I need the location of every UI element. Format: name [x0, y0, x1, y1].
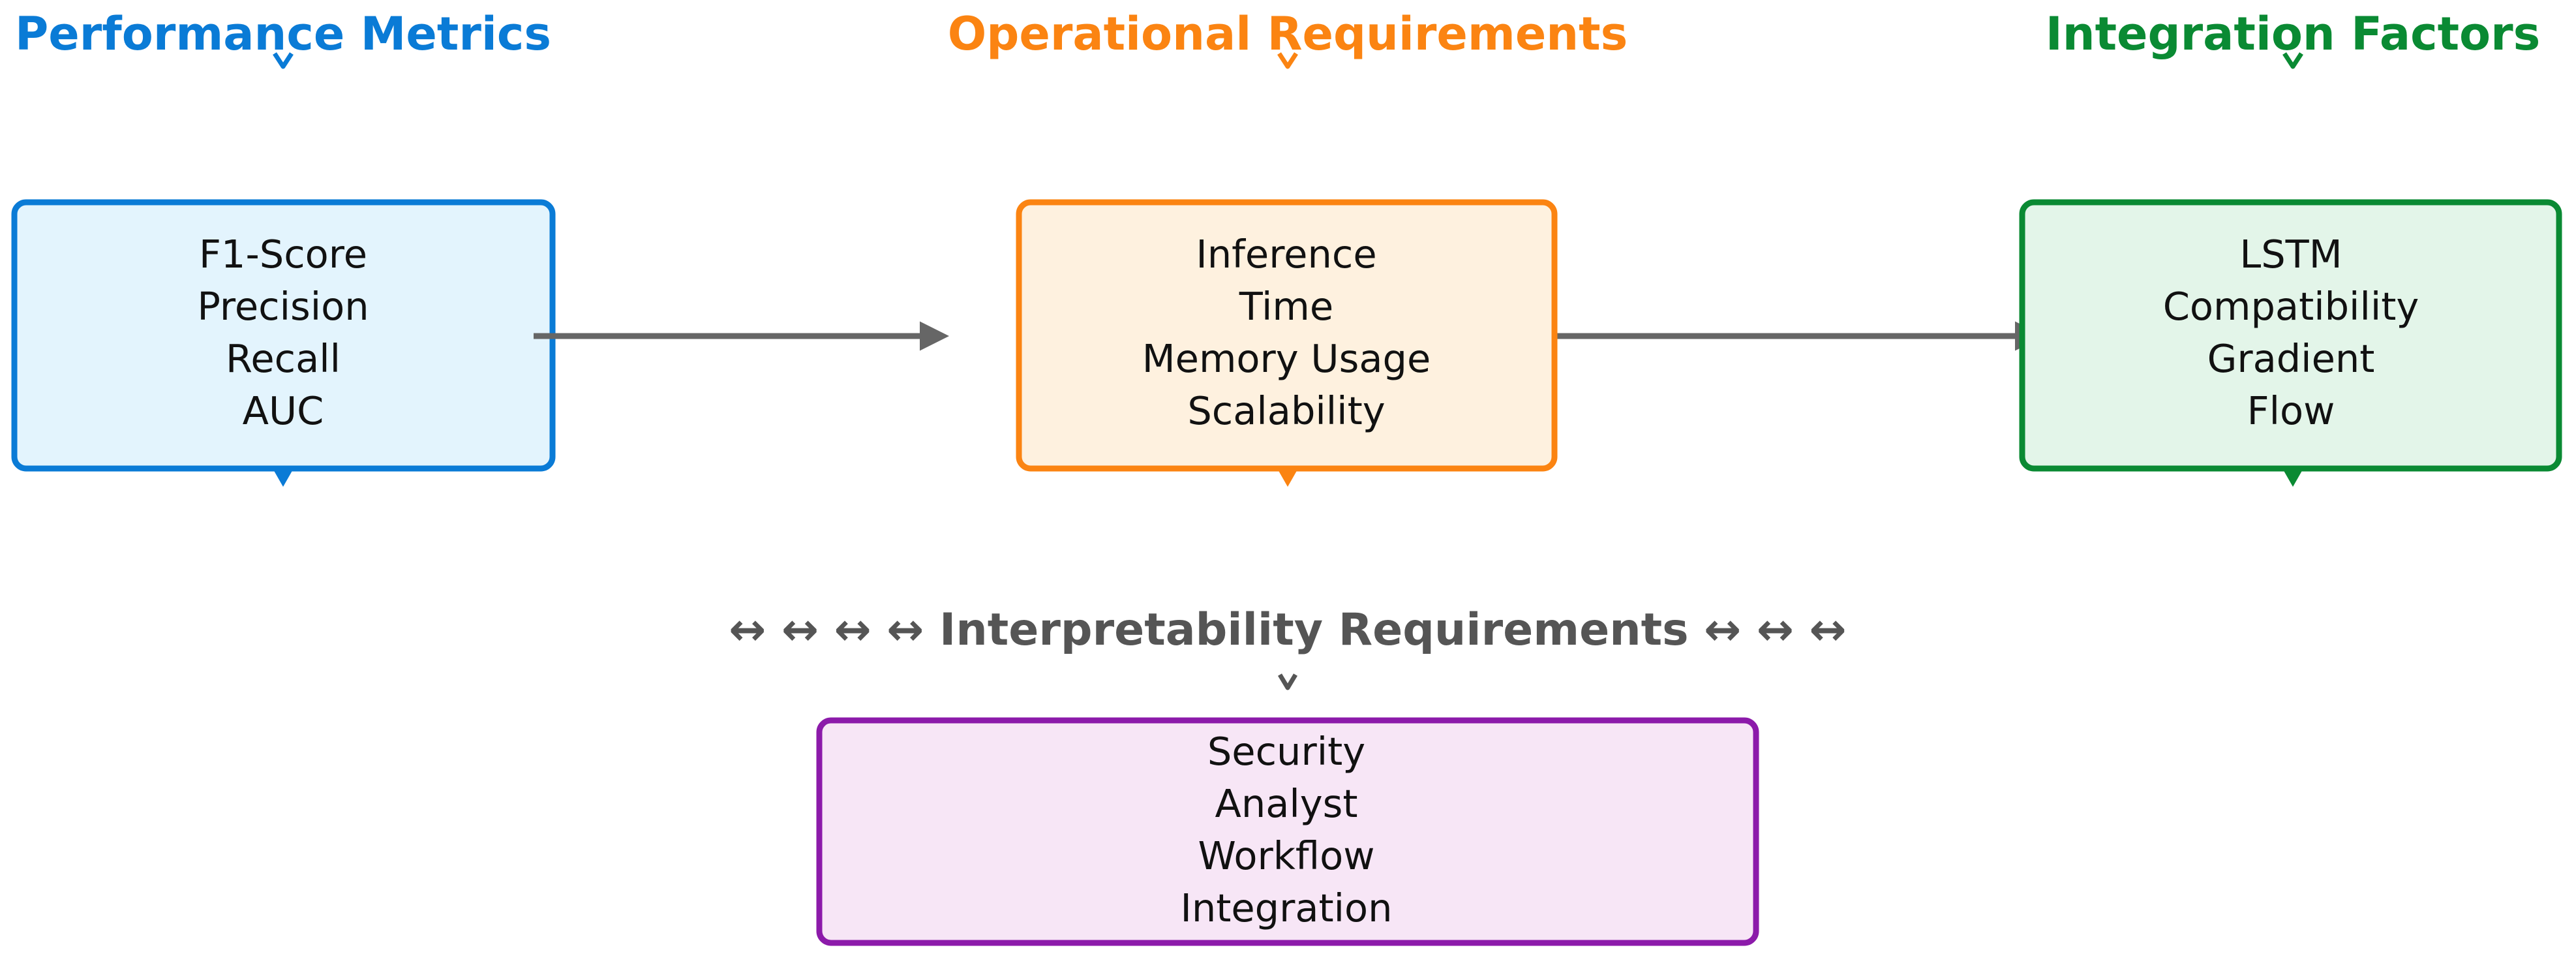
integration-factor-line: Compatibility — [2163, 284, 2419, 329]
operational-requirement-line: Inference — [1196, 232, 1376, 277]
interpretability-requirement-line: Integration — [1180, 885, 1392, 931]
operational-requirement-line: Time — [1239, 284, 1333, 329]
interpretability-requirement-line: Workflow — [1198, 833, 1375, 878]
performance-heading-pointer-icon — [273, 52, 294, 69]
operational-requirement-line: Scalability — [1187, 388, 1385, 433]
integration-factor-line: LSTM — [2239, 232, 2342, 277]
integration-box-pointer-icon — [2282, 469, 2303, 487]
performance-metric-line: F1-Score — [199, 232, 367, 277]
interpretability-requirement-line: Analyst — [1215, 781, 1357, 826]
interpretability-requirement-line: Security — [1207, 729, 1365, 774]
integration-factor-line: Flow — [2247, 388, 2335, 433]
performance-metrics-heading: Performance Metrics — [15, 7, 551, 61]
performance-box-pointer-icon — [273, 469, 294, 487]
performance-metric-line: Precision — [197, 284, 369, 329]
integration-factors-heading: Integration Factors — [2046, 7, 2541, 61]
operational-requirements-heading: Operational Requirements — [948, 7, 1628, 61]
integration-factor-line: Gradient — [2207, 336, 2375, 381]
interpretability-pointer-icon — [1277, 673, 1298, 690]
performance-metric-line: Recall — [226, 336, 341, 381]
integration-heading-pointer-icon — [2282, 52, 2303, 69]
interpretability-requirements-heading: ↔ ↔ ↔ ↔ Interpretability Requirements ↔ … — [729, 604, 1846, 656]
operational-box-pointer-icon — [1277, 469, 1298, 487]
interpretability-requirements-box — [816, 717, 1759, 946]
operational-requirement-line: Memory Usage — [1142, 336, 1431, 381]
operational-heading-pointer-icon — [1277, 52, 1298, 69]
performance-metric-line: AUC — [243, 388, 324, 433]
